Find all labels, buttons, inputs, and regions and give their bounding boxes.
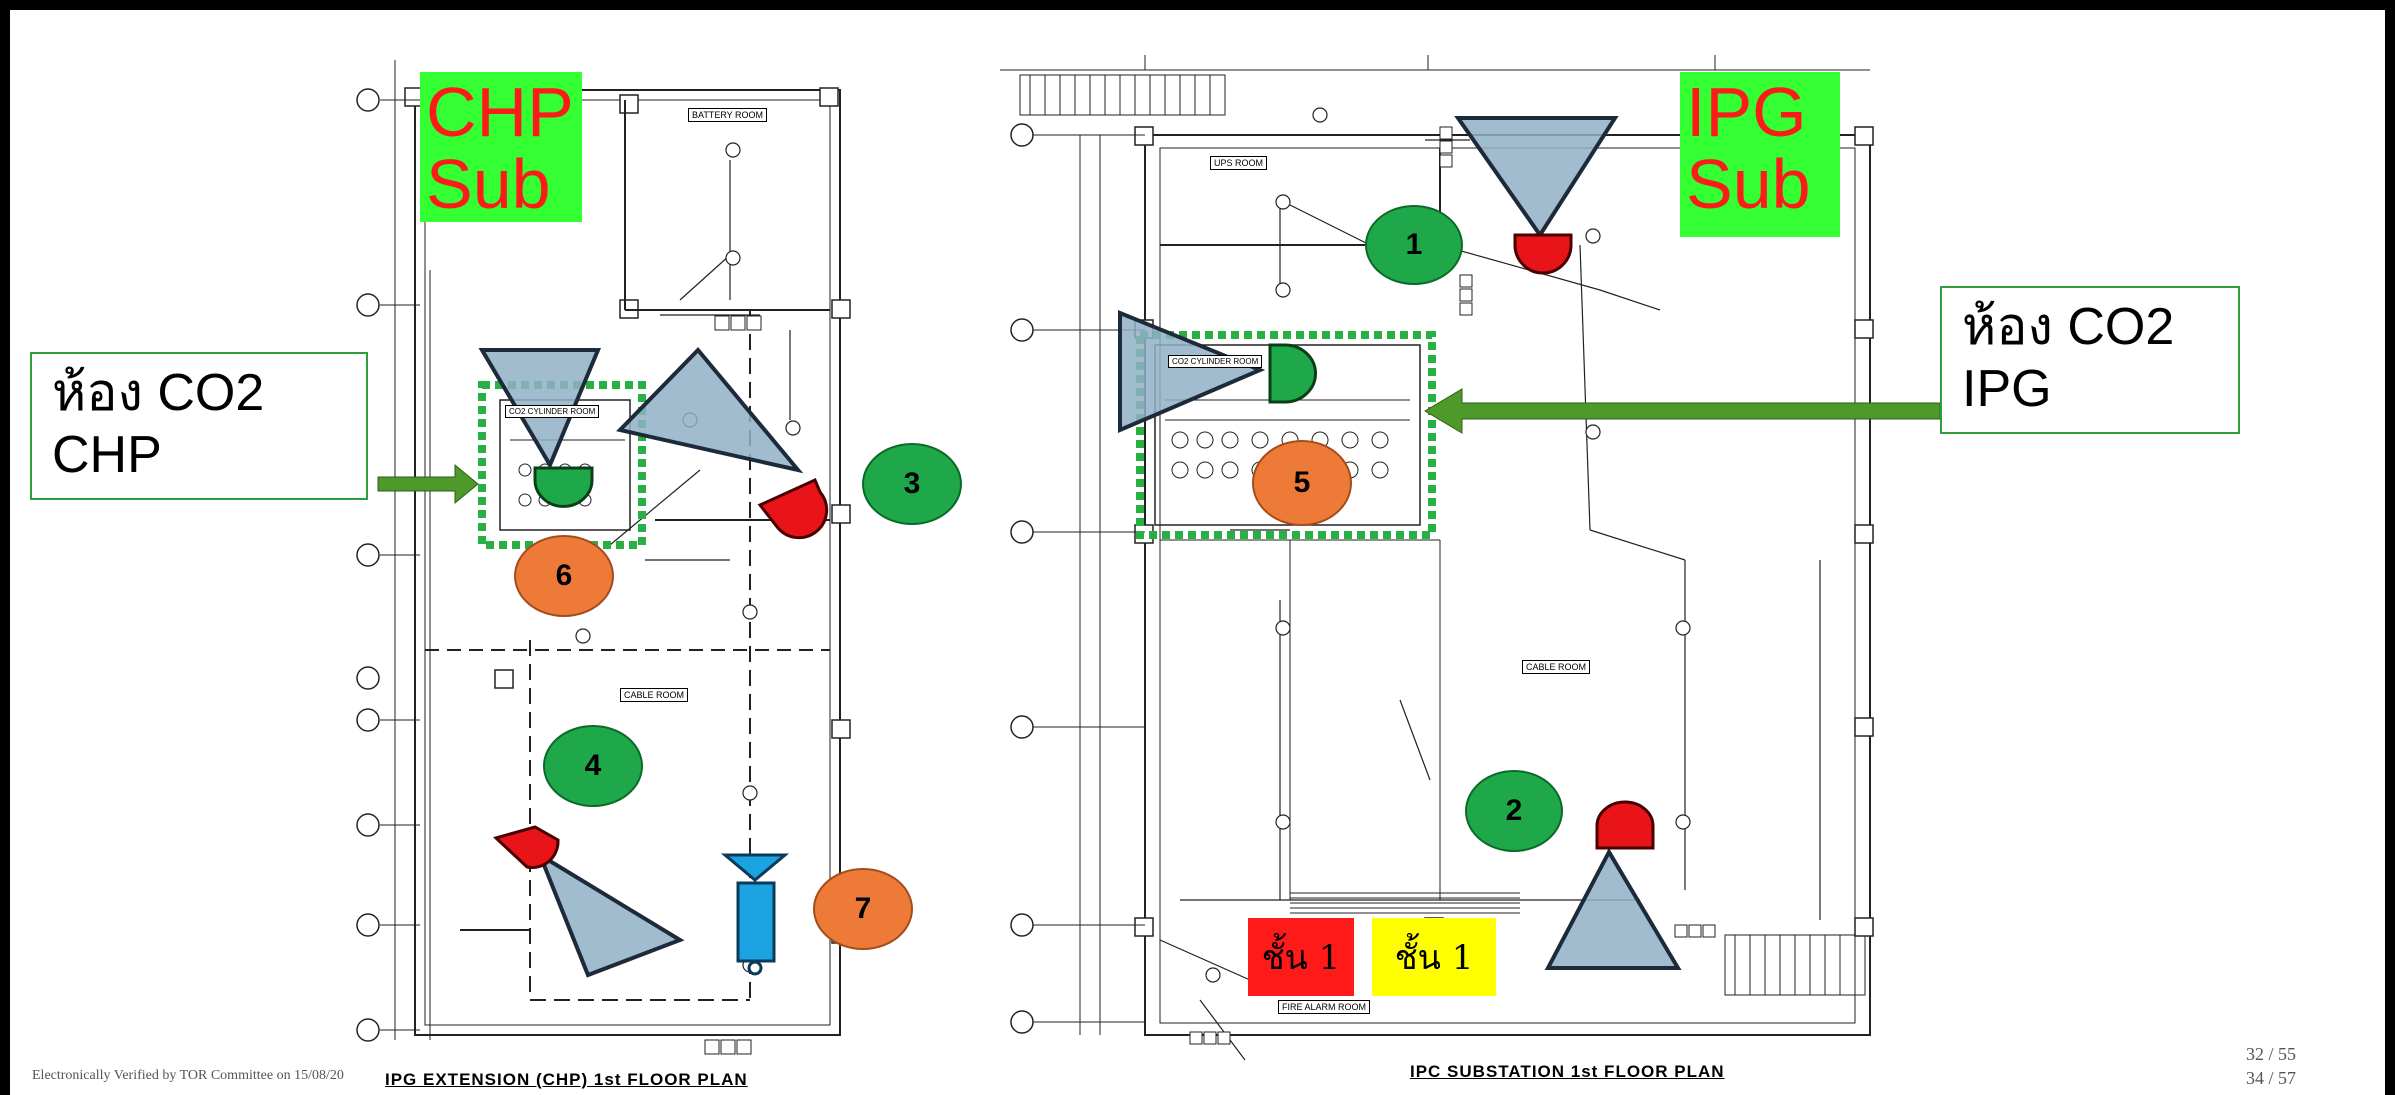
- room-label-co2-left: CO2 CYLINDER ROOM: [505, 405, 600, 418]
- detector-cone-chp-bottom: [535, 850, 685, 978]
- marker-1: 1: [1365, 205, 1463, 285]
- detector-cone-ipg-left: [1118, 310, 1266, 434]
- floor-tag-yellow: ชั้น 1: [1372, 918, 1496, 996]
- bell-icon: [493, 825, 560, 869]
- arrow-to-ipg-co2: [1424, 388, 1941, 434]
- bell-icon: [1595, 800, 1655, 850]
- marker-5: 5: [1252, 440, 1352, 526]
- marker-2: 2: [1465, 770, 1563, 852]
- chp-sub-line2: Sub: [426, 145, 551, 223]
- room-label-cable-right: CABLE ROOM: [1522, 660, 1591, 674]
- detector-cone-chp-mid: [616, 347, 804, 474]
- marker-3: 3: [862, 443, 962, 525]
- left-plan-outline: [414, 89, 841, 1036]
- co2-ipg-line1: ห้อง CO2: [1962, 298, 2175, 356]
- bell-icon: [757, 477, 829, 540]
- marker-4: 4: [543, 725, 643, 807]
- marker-6: 6: [514, 535, 614, 617]
- plan-title-right: IPC SUBSTATION 1st FLOOR PLAN: [1410, 1062, 1725, 1081]
- ipg-sub-label: IPG Sub: [1680, 72, 1840, 237]
- chp-sub-label: CHP Sub: [420, 72, 582, 222]
- detector-cone-ipg-bottom-main: [1544, 847, 1682, 970]
- verification-note: Electronically Verified by TOR Committee…: [32, 1068, 344, 1083]
- page-number-a: 32 / 55: [2246, 1044, 2297, 1064]
- co2-head-icon: [533, 466, 594, 508]
- bell-icon: [1513, 233, 1573, 275]
- page-number-b: 34 / 57: [2246, 1068, 2297, 1088]
- co2-ipg-line2: IPG: [1962, 360, 2052, 418]
- room-label-cable-left: CABLE ROOM: [620, 688, 689, 702]
- floor-tag-red: ชั้น 1: [1248, 918, 1354, 996]
- co2-zone-ipg: [1136, 331, 1436, 539]
- arrow-to-chp-co2: [377, 463, 479, 505]
- detector-cone-1: [1454, 116, 1619, 239]
- room-label-battery: BATTERY ROOM: [688, 108, 768, 122]
- co2-chp-line2: CHP: [52, 426, 162, 484]
- co2-room-ipg-callout: ห้อง CO2 IPG: [1940, 286, 2240, 434]
- room-label-ups: UPS ROOM: [1210, 156, 1268, 170]
- marker-7: 7: [813, 868, 913, 950]
- strobe-icon: [720, 853, 790, 976]
- plan-title-left: IPG EXTENSION (CHP) 1st FLOOR PLAN: [385, 1070, 748, 1089]
- room-label-fire-alarm: FIRE ALARM ROOM: [1278, 1000, 1371, 1014]
- ipg-sub-line2: Sub: [1686, 145, 1811, 223]
- co2-room-chp-callout: ห้อง CO2 CHP: [30, 352, 368, 500]
- co2-head-icon: [1268, 343, 1317, 404]
- chp-sub-line1: CHP: [426, 73, 574, 151]
- ipg-sub-line1: IPG: [1686, 73, 1807, 151]
- co2-chp-line1: ห้อง CO2: [52, 364, 265, 422]
- room-label-co2-right: CO2 CYLINDER ROOM: [1168, 355, 1263, 368]
